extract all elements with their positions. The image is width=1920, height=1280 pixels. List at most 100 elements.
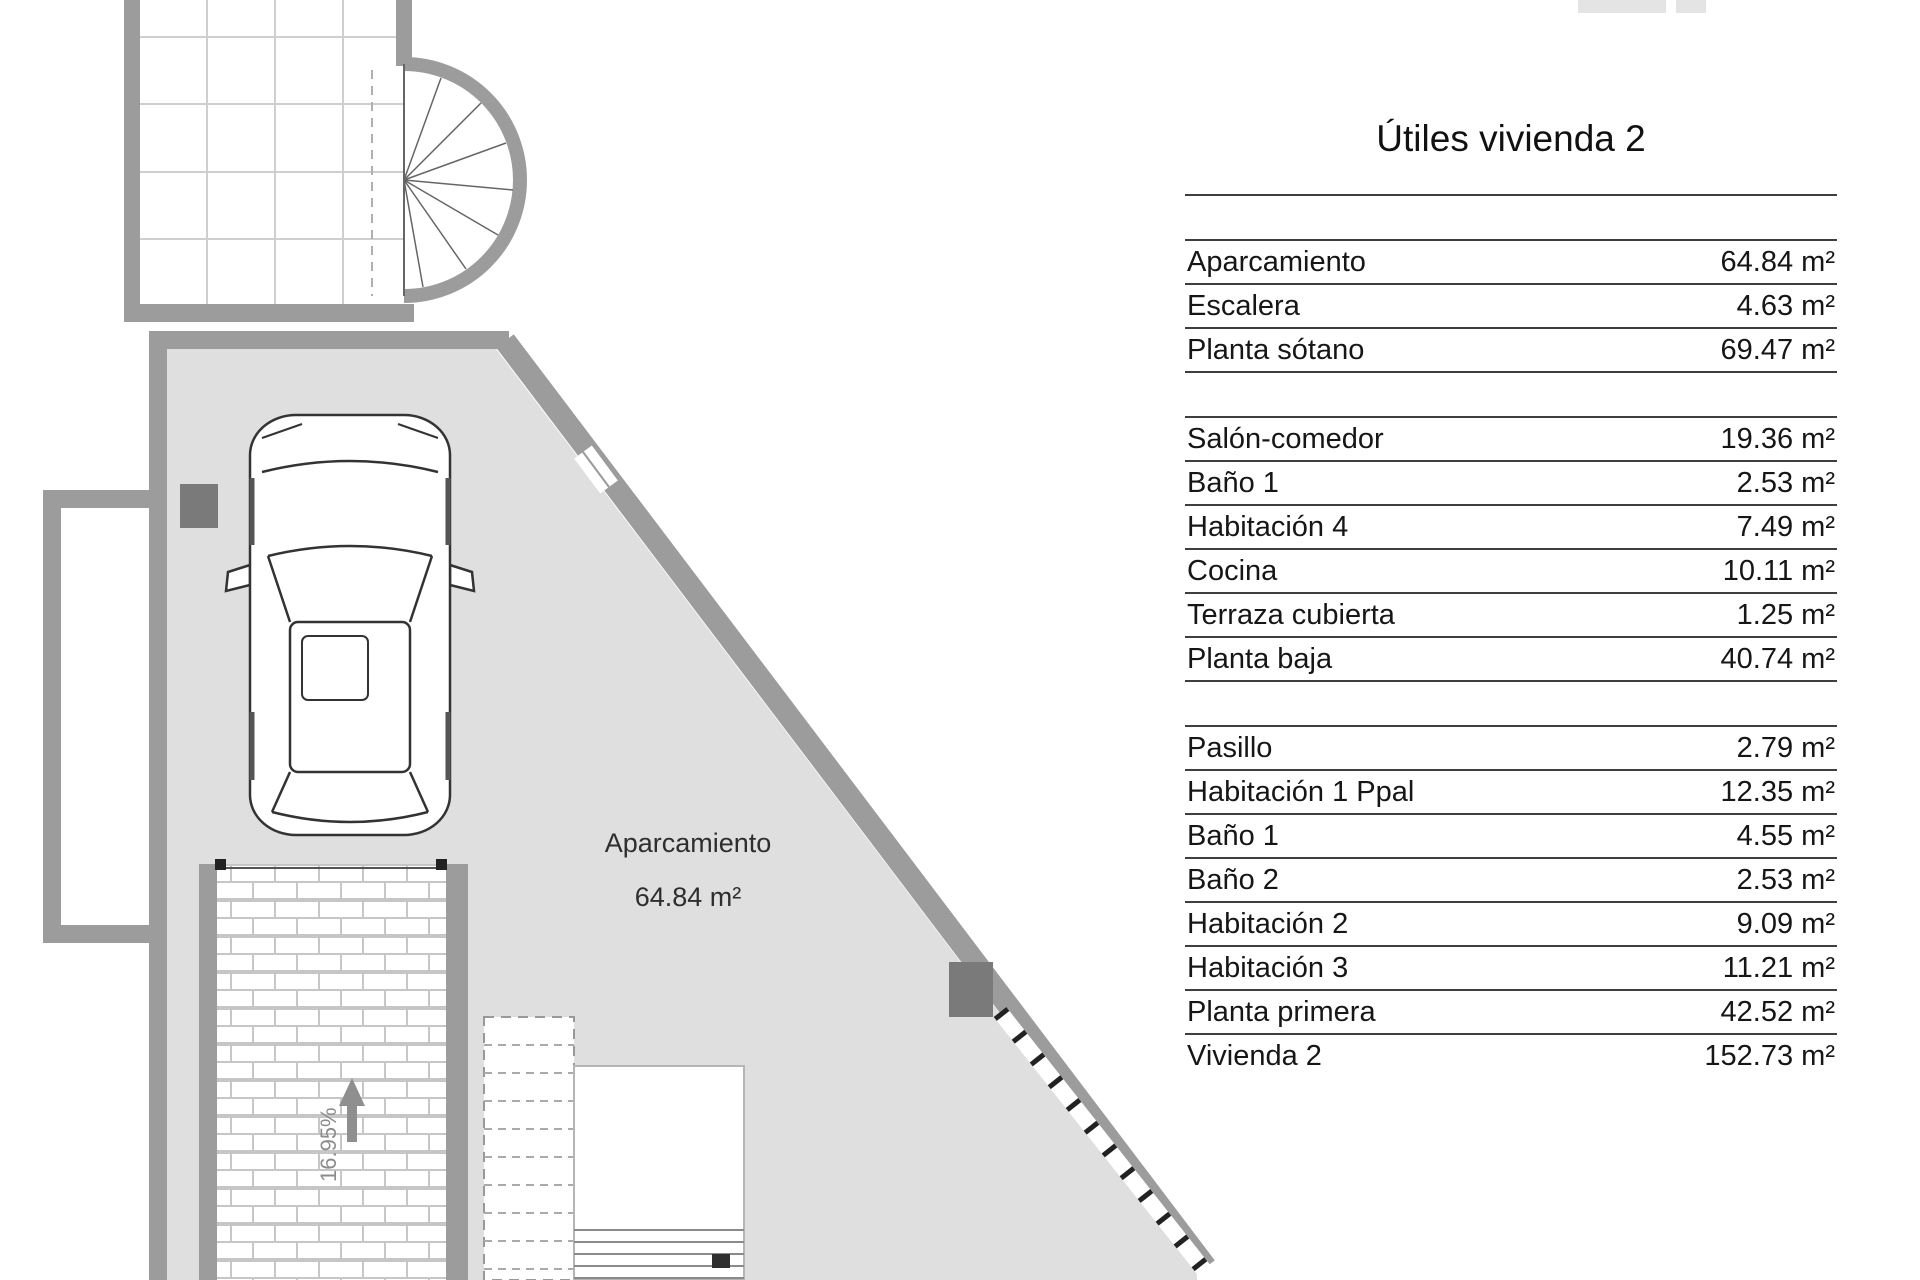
- door-jamb: [215, 859, 226, 870]
- area-row: Baño 1 2.53 m²: [1185, 462, 1837, 506]
- table-title: Útiles vivienda 2: [1185, 118, 1837, 196]
- slope-arrow-icon: [339, 1078, 365, 1106]
- area-label: Habitación 1 Ppal: [1187, 776, 1415, 808]
- area-value: 69.47 m²: [1720, 334, 1835, 366]
- tile-grid: [139, 0, 412, 304]
- wall: [199, 864, 217, 1280]
- areas-table: Útiles vivienda 2 Aparcamiento 64.84 m² Es…: [1185, 118, 1837, 1079]
- wall: [396, 0, 412, 66]
- car-hood-line: [261, 459, 439, 474]
- stairwell-room: [124, 0, 527, 322]
- area-row: Salón-comedor 19.36 m²: [1185, 418, 1837, 462]
- area-value: 152.73 m²: [1704, 1040, 1835, 1072]
- area-value: 2.53 m²: [1736, 864, 1835, 896]
- area-row: Habitación 4 7.49 m²: [1185, 506, 1837, 550]
- areas-group-sotano: Aparcamiento 64.84 m² Escalera 4.63 m² Plant…: [1185, 239, 1837, 373]
- area-row: Habitación 2 9.09 m²: [1185, 903, 1837, 947]
- area-row: Aparcamiento 64.84 m²: [1185, 241, 1837, 285]
- ramp-surface: [217, 864, 446, 1280]
- courtyard-floor: [61, 508, 149, 925]
- area-label: Cocina: [1187, 555, 1278, 587]
- area-row: Baño 1 4.55 m²: [1185, 815, 1837, 859]
- glazed-wall: [993, 1007, 1211, 1275]
- wall-pier: [180, 484, 218, 528]
- area-label: Planta sótano: [1187, 334, 1365, 366]
- area-value: 4.63 m²: [1736, 290, 1835, 322]
- area-value: 19.36 m²: [1720, 423, 1835, 455]
- car-top-view: [224, 413, 476, 837]
- car-sunroof: [301, 635, 369, 701]
- parking-label: Aparcamiento: [605, 828, 772, 858]
- area-value: 2.79 m²: [1736, 732, 1835, 764]
- areas-group-baja: Salón-comedor 19.36 m² Baño 1 2.53 m² Habita…: [1185, 416, 1837, 682]
- area-label: Habitación 3: [1187, 952, 1349, 984]
- stair-treads-dashed: [484, 1044, 574, 1270]
- car-headlights: [261, 423, 439, 439]
- area-value: 12.35 m²: [1720, 776, 1835, 808]
- area-row: Terraza cubierta 1.25 m²: [1185, 594, 1837, 638]
- area-label: Baño 1: [1187, 820, 1279, 852]
- area-row: Cocina 10.11 m²: [1185, 550, 1837, 594]
- door-jamb: [436, 859, 447, 870]
- car-wheels: [249, 478, 451, 780]
- area-value: 9.09 m²: [1736, 908, 1835, 940]
- window-glass-line: [582, 451, 610, 488]
- area-label: Habitación 4: [1187, 511, 1349, 543]
- area-row: Habitación 1 Ppal 12.35 m²: [1185, 771, 1837, 815]
- area-value: 40.74 m²: [1720, 643, 1835, 675]
- area-label: Aparcamiento: [1187, 246, 1366, 278]
- area-value: 42.52 m²: [1720, 996, 1835, 1028]
- area-row: Baño 2 2.53 m²: [1185, 859, 1837, 903]
- wall: [43, 490, 61, 943]
- left-courtyard: [43, 490, 149, 943]
- area-value: 4.55 m²: [1736, 820, 1835, 852]
- slope-arrow-stem: [347, 1106, 357, 1142]
- wall: [124, 304, 414, 322]
- area-row: Habitación 3 11.21 m²: [1185, 947, 1837, 991]
- basement-stairs: [483, 1016, 745, 1280]
- stair-treads: [574, 1229, 744, 1279]
- wall: [446, 864, 468, 1280]
- stair-treads: [403, 77, 514, 288]
- wall: [149, 331, 509, 349]
- stair-landing: [573, 1065, 745, 1280]
- area-label: Planta primera: [1187, 996, 1376, 1028]
- area-label: Pasillo: [1187, 732, 1273, 764]
- wall: [43, 490, 149, 508]
- areas-group-primera: Pasillo 2.79 m² Habitación 1 Ppal 12.35 m² B…: [1185, 725, 1837, 1079]
- stair-newel: [712, 1254, 730, 1268]
- area-value: 11.21 m²: [1722, 952, 1835, 984]
- wall: [43, 925, 149, 943]
- curved-stair-wall: [403, 57, 527, 303]
- parking-area-value: 64.84 m²: [635, 882, 742, 912]
- area-label: Planta baja: [1187, 643, 1333, 675]
- access-ramp: 16.95%: [199, 859, 468, 1280]
- area-value: 10.11 m²: [1722, 555, 1835, 587]
- area-label: Baño 2: [1187, 864, 1279, 896]
- wall: [149, 331, 167, 1280]
- area-row: Vivienda 2 152.73 m²: [1185, 1035, 1837, 1079]
- floor-plan: Aparcamiento 64.84 m² 16.95%: [43, 0, 1215, 1280]
- area-value: 7.49 m²: [1736, 511, 1835, 543]
- area-row: Pasillo 2.79 m²: [1185, 727, 1837, 771]
- ramp-slope-label: 16.95%: [316, 1107, 341, 1182]
- area-label: Habitación 2: [1187, 908, 1349, 940]
- area-row: Planta sótano 69.47 m²: [1185, 329, 1837, 373]
- area-label: Vivienda 2: [1187, 1040, 1322, 1072]
- area-label: Baño 1: [1187, 467, 1279, 499]
- area-row: Planta baja 40.74 m²: [1185, 638, 1837, 682]
- print-artifact: [1676, 0, 1706, 13]
- area-row: Escalera 4.63 m²: [1185, 285, 1837, 329]
- area-value: 1.25 m²: [1736, 599, 1835, 631]
- wall-pier: [949, 962, 993, 1017]
- car-rear-window: [270, 771, 430, 824]
- print-artifact: [1578, 0, 1666, 13]
- area-label: Terraza cubierta: [1187, 599, 1395, 631]
- wall: [124, 0, 140, 322]
- area-row: Planta primera 42.52 m²: [1185, 991, 1837, 1035]
- area-value: 2.53 m²: [1736, 467, 1835, 499]
- area-label: Salón-comedor: [1187, 423, 1384, 455]
- area-value: 64.84 m²: [1720, 246, 1835, 278]
- area-label: Escalera: [1187, 290, 1300, 322]
